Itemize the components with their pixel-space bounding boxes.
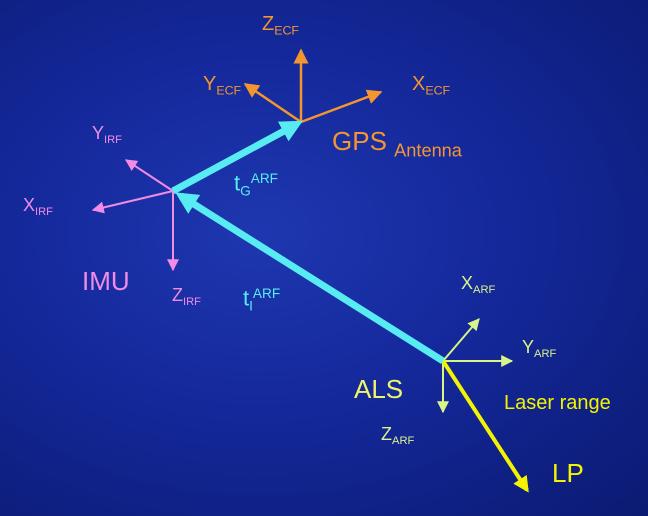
imu-label: IMU	[82, 266, 130, 296]
lever-arm-gps-arrow	[171, 120, 303, 195]
z-arf-label: ZARF	[381, 424, 415, 447]
t-i-arf-label: tIARF	[243, 285, 281, 314]
y-ecf-label: YECF	[203, 73, 242, 98]
z-ecf-label: ZECF	[262, 13, 300, 38]
lp-label: LP	[552, 458, 584, 488]
x-irf-label: XIRF	[23, 195, 53, 218]
lever-arm-imu-arrow	[175, 192, 445, 364]
irf-x-axis	[91, 190, 174, 214]
y-irf-label: YIRF	[92, 123, 122, 146]
y-arf-label: YARF	[522, 337, 557, 360]
laser-range-label: Laser range	[504, 392, 611, 414]
x-ecf-label: XECF	[412, 73, 451, 98]
irf-frame	[91, 159, 179, 272]
ecf-frame	[243, 48, 383, 124]
ecf-y-axis	[243, 82, 302, 124]
x-arf-label: XARF	[461, 273, 496, 296]
t-g-arf-label: tGARF	[234, 170, 278, 199]
arf-frame	[437, 318, 514, 414]
gps-antenna-label: GPS Antenna	[332, 126, 462, 161]
ecf-x-axis	[300, 89, 383, 124]
irf-y-axis	[124, 159, 174, 192]
laser-range-arrow	[441, 359, 529, 493]
als-label: ALS	[354, 374, 404, 404]
arf-x-axis	[442, 318, 480, 362]
z-irf-label: ZIRF	[172, 285, 201, 308]
